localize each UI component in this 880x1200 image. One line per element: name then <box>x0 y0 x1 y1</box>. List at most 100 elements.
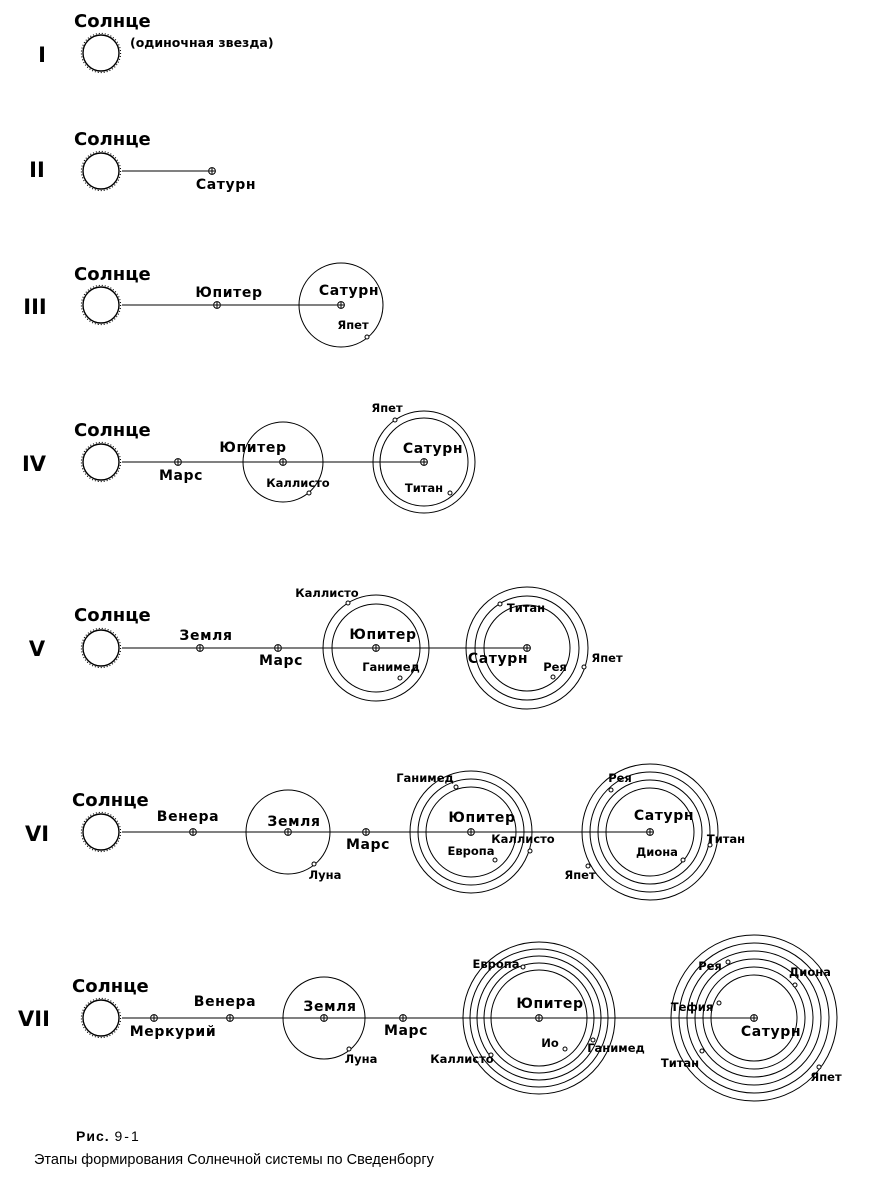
sun <box>82 629 120 667</box>
planet-label-saturn: Сатурн <box>319 283 379 299</box>
planet-label-jupiter: Юпитер <box>516 996 583 1012</box>
moon-label-callisto: Каллисто <box>491 832 555 846</box>
stage-numeral: V <box>29 637 46 661</box>
moon-label-luna: Луна <box>309 868 342 882</box>
stage-numeral: VI <box>25 822 49 846</box>
planet-saturn <box>337 301 345 309</box>
moon-orbit <box>490 969 588 1067</box>
stage-4: IV Солнце Марс Юпитер Каллисто Сатурн Яп… <box>22 401 476 514</box>
planet-label-earth: Земля <box>303 999 356 1015</box>
moon-orbit <box>462 941 616 1095</box>
moon-rhea <box>550 674 556 680</box>
moon-ganymede <box>397 675 403 681</box>
moon-orbit <box>483 962 595 1074</box>
planet-label-venus: Венера <box>157 809 219 825</box>
planet-label-saturn: Сатурн <box>196 177 256 193</box>
sun-label: Солнце <box>74 11 151 32</box>
moon-orbit <box>245 789 331 875</box>
stage-numeral: IV <box>22 452 47 476</box>
sun-label: Солнце <box>74 129 151 150</box>
moon-tethys <box>716 1000 722 1006</box>
single-star-note: (одиночная звезда) <box>130 35 274 50</box>
planet-earth <box>284 828 292 836</box>
figure-number: 9-1 <box>114 1128 141 1144</box>
figure-label-prefix: Рис. <box>76 1128 110 1144</box>
moon-ganymede <box>453 784 459 790</box>
moon-dione <box>680 857 686 863</box>
sun <box>82 813 120 851</box>
moon-label-dione: Диона <box>789 965 831 979</box>
planet-label-saturn: Сатурн <box>468 651 528 667</box>
moon-label-callisto: Каллисто <box>295 586 359 600</box>
planet-label-venus: Венера <box>194 994 256 1010</box>
moon-callisto <box>306 490 312 496</box>
moon-orbit <box>678 942 830 1094</box>
planet-label-saturn: Сатурн <box>741 1024 801 1040</box>
stage-numeral: VII <box>18 1007 50 1031</box>
sun-label: Солнце <box>74 264 151 285</box>
figure-caption: Этапы формирования Солнечной системы по … <box>34 1152 434 1168</box>
planet-jupiter <box>213 301 221 309</box>
stage-numeral: I <box>38 43 46 67</box>
planet-label-saturn: Сатурн <box>634 808 694 824</box>
moon-iapetus <box>581 664 587 670</box>
moon-label-iapetus: Япет <box>337 318 369 332</box>
moon-label-dione: Диона <box>636 845 678 859</box>
sun-halo <box>80 811 122 853</box>
moon-orbit <box>298 262 384 348</box>
moon-io <box>562 1046 568 1052</box>
moon-iapetus <box>585 863 591 869</box>
planet-jupiter <box>467 828 475 836</box>
moon-label-titan: Титан <box>507 601 545 615</box>
sun-halo <box>80 32 122 74</box>
planet-mars <box>174 458 182 466</box>
planet-earth <box>320 1014 328 1022</box>
moon-orbit <box>597 779 703 885</box>
moon-label-tethys: Тефия <box>671 1000 714 1014</box>
moon-label-luna: Луна <box>345 1052 378 1066</box>
moon-titan <box>707 842 713 848</box>
planet-earth <box>196 644 204 652</box>
moon-orbit <box>670 934 838 1102</box>
moon-iapetus <box>816 1064 822 1070</box>
moon-orbit <box>483 604 571 692</box>
planet-label-earth: Земля <box>267 814 320 830</box>
planet-saturn <box>523 644 531 652</box>
sun-halo <box>80 997 122 1039</box>
moon-label-iapetus: Япет <box>371 401 403 415</box>
moon-orbit <box>372 410 476 514</box>
moon-orbit <box>409 770 533 894</box>
planet-label-mars: Марс <box>259 653 303 669</box>
moon-label-callisto: Каллисто <box>266 476 330 490</box>
moon-label-iapetus: Япет <box>591 651 623 665</box>
moon-callisto <box>345 600 351 606</box>
moon-orbit <box>476 955 602 1081</box>
moon-callisto <box>527 848 533 854</box>
moon-orbit <box>417 778 525 886</box>
moon-orbit <box>469 948 609 1088</box>
moon-label-io: Ио <box>541 1036 559 1050</box>
planet-label-jupiter: Юпитер <box>219 440 286 456</box>
planet-label-jupiter: Юпитер <box>448 810 515 826</box>
moon-orbit <box>589 771 711 893</box>
planet-venus <box>226 1014 234 1022</box>
moon-orbit <box>686 950 822 1086</box>
moon-titan <box>497 601 503 607</box>
sun <box>82 152 120 190</box>
moon-orbit <box>581 763 719 901</box>
planet-venus <box>189 828 197 836</box>
planet-jupiter <box>372 644 380 652</box>
moon-iapetus <box>364 334 370 340</box>
planet-saturn <box>750 1014 758 1022</box>
sun-halo <box>80 441 122 483</box>
sun-halo <box>80 284 122 326</box>
planet-mars <box>362 828 370 836</box>
moon-iapetus <box>392 417 398 423</box>
moon-label-iapetus: Япет <box>810 1070 842 1084</box>
stage-numeral: III <box>23 295 46 319</box>
moon-luna <box>311 861 317 867</box>
moon-luna <box>346 1046 352 1052</box>
moon-label-europa: Европа <box>448 844 495 858</box>
moon-europa <box>520 964 526 970</box>
